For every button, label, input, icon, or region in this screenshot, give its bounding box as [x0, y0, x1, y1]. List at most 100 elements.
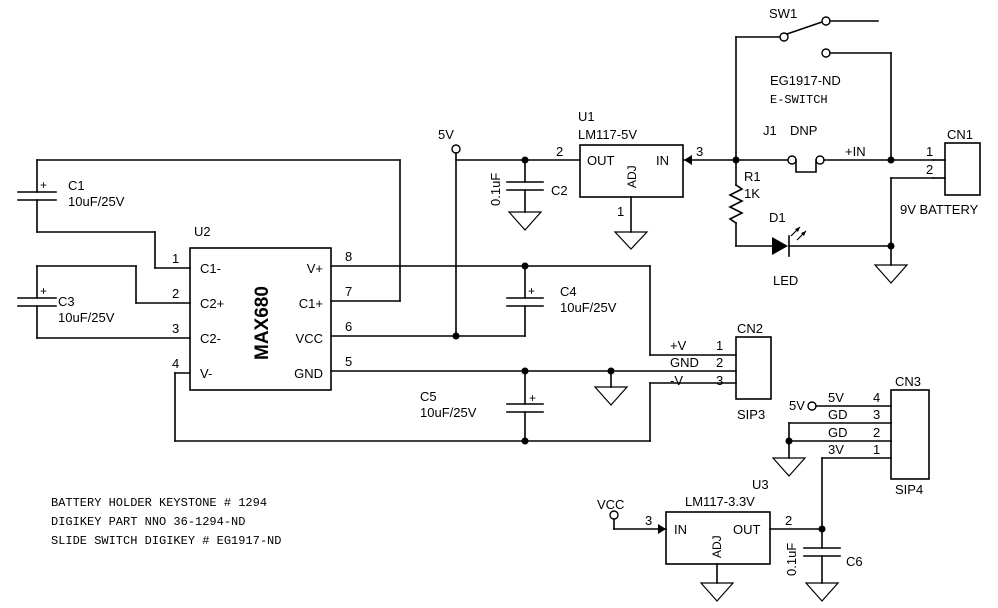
u3-in: IN [674, 522, 687, 537]
jumper-j1: J1 DNP +IN [732, 123, 934, 173]
u2-pin3-num: 3 [172, 321, 179, 336]
cn2-pin2: 2 [716, 355, 723, 370]
ground-icon [873, 264, 909, 284]
connector-cn2: CN2 SIP3 +V GND -V 1 2 3 [649, 265, 772, 422]
note-line: BATTERY HOLDER KEYSTONE # 1294 [51, 496, 267, 510]
u2-pin8-num: 8 [345, 249, 352, 264]
u2-pin6-num: 6 [345, 319, 352, 334]
ground-icon [593, 386, 629, 406]
ground-icon [507, 211, 543, 231]
c5-plus: + [529, 391, 536, 405]
cn1-body [944, 142, 981, 196]
cn2-pin1: 1 [716, 338, 723, 353]
j1-value: DNP [790, 123, 817, 138]
cn3-type: SIP4 [895, 482, 923, 497]
u1-in: IN [656, 153, 669, 168]
u3-regulator: U3 LM117-3.3V IN OUT ADJ 3 2 VCC [597, 457, 826, 602]
cn3-ref: CN3 [895, 374, 921, 389]
led-d1: D1 LED [735, 210, 892, 288]
arrow-icon [658, 524, 666, 534]
sw1-ref: SW1 [769, 6, 797, 21]
cn2-pin3: 3 [716, 373, 723, 388]
net-vcc-terminal [609, 510, 619, 520]
c3-plus: + [40, 284, 47, 298]
notes: BATTERY HOLDER KEYSTONE # 1294 DIGIKEY P… [51, 496, 281, 548]
net-vcc-label: VCC [597, 497, 624, 512]
u3-ref: U3 [752, 477, 769, 492]
capacitor-c1: + C1 10uF/25V [17, 159, 401, 302]
cn3-net4: 5V [828, 390, 844, 405]
u1-regulator: U1 LM117-5V OUT IN ADJ 2 3 1 [556, 109, 737, 250]
j1-ref: J1 [763, 123, 777, 138]
r1-value: 1K [744, 186, 760, 201]
u2-pin7-num: 7 [345, 284, 352, 299]
sw1-part: EG1917-ND [770, 73, 841, 88]
ground-icon [699, 582, 735, 602]
u2-pin7-name: C1+ [299, 296, 323, 311]
ground-icon [804, 582, 840, 602]
d1-value: LED [773, 273, 798, 288]
capacitor-c3: + C3 10uF/25V [17, 265, 137, 339]
c2-ref: C2 [551, 183, 568, 198]
cn2-net3: -V [670, 373, 683, 388]
cn1-pin1: 1 [926, 144, 933, 159]
u3-pin-out: 2 [785, 513, 792, 528]
u2-pin1-num: 1 [172, 251, 179, 266]
capacitor-c2: C2 0.1uF [488, 159, 568, 231]
note-line: DIGIKEY PART NNO 36-1294-ND [51, 515, 245, 529]
cn1-ref: CN1 [947, 127, 973, 142]
c3-ref: C3 [58, 294, 75, 309]
cn3-body [890, 389, 930, 480]
cn2-net2: GND [670, 355, 699, 370]
cn2-body [735, 336, 772, 400]
c4-ref: C4 [560, 284, 577, 299]
u2-part: MAX680 [252, 286, 273, 360]
cn3-pin1: 1 [873, 442, 880, 457]
capacitor-c6: C6 0.1uF [784, 543, 863, 602]
u2-pin3-name: C2- [200, 331, 221, 346]
resistor-r1: R1 1K [728, 159, 761, 247]
c5-value: 10uF/25V [420, 405, 477, 420]
capacitor-c4: + C4 10uF/25V [455, 262, 617, 337]
u1-part: LM117-5V [578, 127, 637, 142]
u2-pin5-name: GND [294, 366, 323, 381]
c2-value: 0.1uF [488, 173, 503, 206]
cn3-net3: GD [828, 407, 848, 422]
cn3-pin4: 4 [873, 390, 880, 405]
u2-ref: U2 [194, 224, 211, 239]
cn3-net2: GD [828, 425, 848, 440]
net-5v-terminal [451, 144, 461, 154]
sw1-maker: E-SWITCH [770, 93, 828, 107]
c6-value: 0.1uF [784, 543, 799, 576]
cn1-pin2: 2 [926, 162, 933, 177]
c4-plus: + [528, 284, 535, 298]
cn1-label: 9V BATTERY [900, 202, 979, 217]
cn2-ref: CN2 [737, 321, 763, 336]
c1-plus: + [40, 178, 47, 192]
cn2-net1: +V [670, 338, 687, 353]
u2-pin4-num: 4 [172, 356, 179, 371]
cn3-net1: 3V [828, 442, 844, 457]
u2-pin1-name: C1- [200, 261, 221, 276]
u1-ref: U1 [578, 109, 595, 124]
switch-sw1: SW1 EG1917-ND E-SWITCH [735, 6, 892, 161]
u2-pin8-name: V+ [307, 261, 323, 276]
gnd-net [593, 367, 629, 406]
u1-pin-in: 3 [696, 144, 703, 159]
note-line: SLIDE SWITCH DIGIKEY # EG1917-ND [51, 534, 281, 548]
u2-pin5-num: 5 [345, 354, 352, 369]
u3-out: OUT [733, 522, 761, 537]
u3-part: LM117-3.3V [685, 494, 755, 509]
ground-icon [771, 457, 807, 477]
net-in-label: +IN [845, 144, 866, 159]
arrow-icon [684, 155, 692, 165]
d1-ref: D1 [769, 210, 786, 225]
c1-ref: C1 [68, 178, 85, 193]
u2-pin2-name: C2+ [200, 296, 224, 311]
capacitor-c5: + C5 10uF/25V [174, 367, 737, 445]
connector-cn3: CN3 SIP4 5V 5V GD GD 3V 4 3 2 1 [771, 374, 930, 497]
cn3-pin3: 3 [873, 407, 880, 422]
ground-icon [613, 231, 649, 250]
c1-value: 10uF/25V [68, 194, 125, 209]
